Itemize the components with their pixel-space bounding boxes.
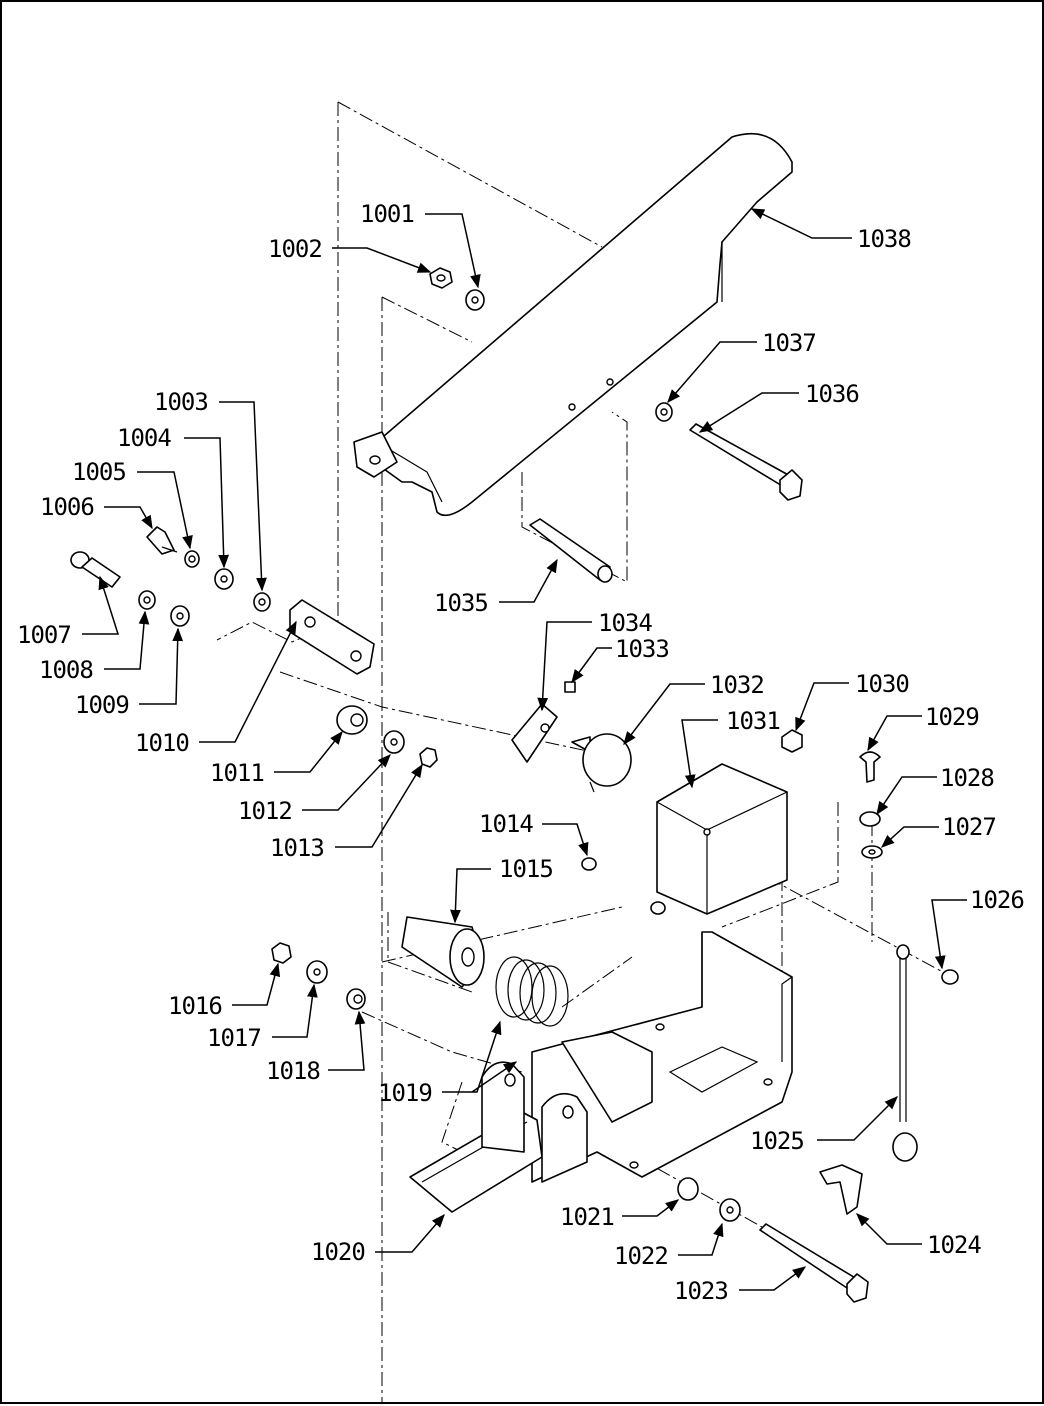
callout-1038: 1038 [857, 225, 911, 253]
part-1001-washer [465, 289, 485, 311]
callout-1024: 1024 [927, 1231, 981, 1259]
callout-1031: 1031 [726, 707, 780, 735]
callout-1025: 1025 [750, 1127, 804, 1155]
callout-1021: 1021 [560, 1203, 614, 1231]
part-1015-magnet [401, 916, 485, 988]
part-1002-nut [429, 267, 453, 289]
callout-1030: 1030 [855, 670, 909, 698]
callout-1027: 1027 [942, 813, 996, 841]
callout-1015: 1015 [499, 855, 553, 883]
callout-1019: 1019 [378, 1079, 432, 1107]
callout-labels: 1001 1002 1003 1004 1005 1006 1007 1008 … [17, 200, 1025, 1305]
part-base-plate [531, 931, 793, 1183]
callout-1013: 1013 [270, 834, 324, 862]
callout-1016: 1016 [168, 992, 222, 1020]
callout-1018: 1018 [266, 1057, 320, 1085]
part-1014-screw [581, 857, 597, 871]
phantom-lines [216, 101, 953, 1402]
part-1008-washer [138, 590, 156, 610]
callout-1005: 1005 [72, 458, 126, 486]
part-1016-nut [271, 942, 292, 964]
part-1034-bracket [511, 703, 558, 763]
callout-1010: 1010 [135, 729, 189, 757]
part-1006-bolt [146, 526, 178, 555]
part-1023-bolt [759, 1223, 869, 1303]
callout-1017: 1017 [207, 1024, 261, 1052]
callout-1006: 1006 [40, 493, 94, 521]
part-1025-ground-strap [892, 944, 918, 1162]
part-1032-potentiometer [571, 733, 632, 793]
callout-1009: 1009 [75, 691, 129, 719]
part-1004-washer [214, 568, 234, 590]
part-1021-bushing [677, 1177, 699, 1201]
part-1010-bracket [289, 599, 375, 675]
callout-1034: 1034 [598, 609, 652, 637]
callout-1011: 1011 [210, 759, 264, 787]
screw-under-housing [650, 901, 666, 915]
callout-1028: 1028 [940, 764, 994, 792]
part-1005-bushing [184, 550, 200, 568]
callout-1001: 1001 [360, 200, 414, 228]
callout-1036: 1036 [805, 380, 859, 408]
callout-1037: 1037 [762, 329, 816, 357]
callout-1008: 1008 [39, 656, 93, 684]
callout-1029: 1029 [925, 703, 979, 731]
part-1007-bolt [70, 551, 121, 588]
leader-lines [82, 208, 967, 1291]
callout-1020: 1020 [311, 1238, 365, 1266]
part-1029-screw [859, 751, 881, 783]
part-1003-bushing [253, 592, 271, 612]
callout-1023: 1023 [674, 1277, 728, 1305]
callout-1035: 1035 [434, 589, 488, 617]
part-1026-screw [941, 969, 959, 985]
part-1035-spacer [529, 518, 613, 583]
part-1020-pedal-bracket [409, 1061, 588, 1213]
part-1019-spring [495, 956, 569, 1027]
part-1031-housing [656, 763, 788, 915]
part-1036-bolt [689, 423, 803, 501]
callout-1033: 1033 [615, 635, 669, 663]
part-1011-bushing [336, 705, 368, 735]
part-1030-nut [781, 729, 803, 753]
callout-1022: 1022 [614, 1242, 668, 1270]
callout-1007: 1007 [17, 621, 71, 649]
callout-1003: 1003 [154, 388, 208, 416]
callout-1004: 1004 [117, 424, 171, 452]
callout-1026: 1026 [970, 886, 1024, 914]
part-1037-washer [655, 402, 673, 422]
part-1024-clip [819, 1164, 863, 1215]
part-1028-lockwasher [859, 811, 881, 827]
part-1038-pedal-arm [353, 132, 793, 517]
part-1009-washer [170, 605, 190, 627]
part-1018-bushing [346, 988, 366, 1010]
part-1012-washer [383, 730, 405, 754]
part-1033-screw [564, 681, 576, 693]
callout-1032: 1032 [710, 671, 764, 699]
callout-1014: 1014 [479, 810, 533, 838]
callout-1002: 1002 [268, 235, 322, 263]
part-1027-washer [861, 845, 883, 859]
part-1013-nut [419, 747, 438, 768]
part-1017-washer [306, 960, 328, 984]
callout-1012: 1012 [238, 797, 292, 825]
part-1022-washer [719, 1198, 741, 1222]
